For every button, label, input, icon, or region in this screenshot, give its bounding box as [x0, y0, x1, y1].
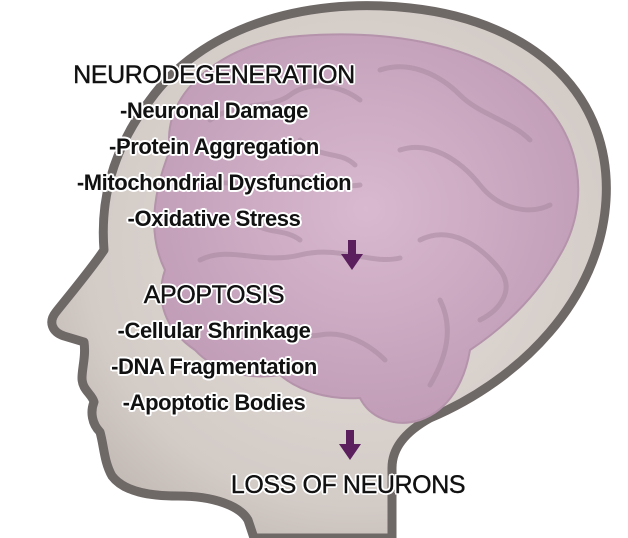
loss-of-neurons-title: LOSS OF NEURONS [128, 467, 568, 503]
neurodegeneration-item: -Mitochondrial Dysfunction [0, 165, 434, 201]
neurodegeneration-section: NEURODEGENERATION -Neuronal Damage -Prot… [0, 57, 434, 237]
neurodegeneration-item: -Oxidative Stress [0, 201, 434, 237]
neurodegeneration-item: -Neuronal Damage [0, 93, 434, 129]
arrow-down-icon [341, 240, 363, 270]
apoptosis-title: APOPTOSIS [0, 277, 434, 313]
neurodegeneration-title: NEURODEGENERATION [0, 57, 434, 93]
apoptosis-item: -Cellular Shrinkage [0, 313, 434, 349]
arrow-down-icon [339, 430, 361, 460]
outcome-section: LOSS OF NEURONS [128, 467, 568, 503]
neurodegeneration-item: -Protein Aggregation [0, 129, 434, 165]
apoptosis-section: APOPTOSIS -Cellular Shrinkage -DNA Fragm… [0, 277, 434, 421]
apoptosis-item: -Apoptotic Bodies [0, 385, 434, 421]
apoptosis-item: -DNA Fragmentation [0, 349, 434, 385]
